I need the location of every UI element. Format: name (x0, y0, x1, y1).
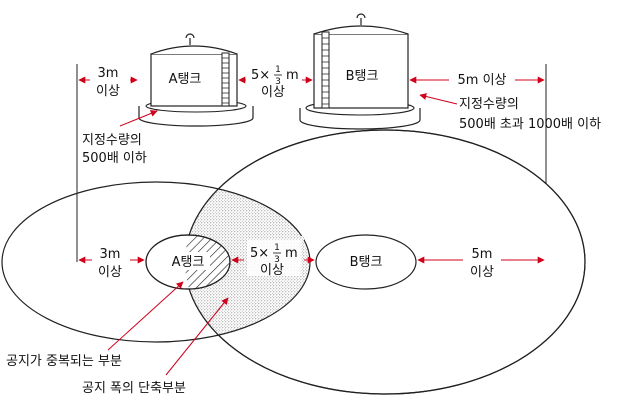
overlap-pointer (107, 281, 184, 351)
tank-b-drawing (299, 13, 421, 130)
reduced-pointer (165, 297, 229, 376)
top-gap-right-label: 5m 이상 (458, 73, 507, 88)
bottom-gap-mid-frac-num: 1 (274, 243, 280, 253)
top-gap-left-line2: 이상 (96, 84, 120, 99)
tank-a-note-line1: 지정수량의 (82, 133, 142, 148)
top-gap-mid-suffix: m (286, 68, 299, 83)
bottom-gap-left-line1: 3m (100, 247, 121, 262)
top-tank-b-label: B탱크 (346, 69, 379, 84)
bottom-gap-left-line2: 이상 (98, 265, 122, 280)
top-gap-mid-frac-den: 3 (275, 77, 281, 87)
tank-b-note-line2: 500배 초과 1000배 이하 (459, 117, 601, 132)
bottom-gap-mid-frac-den: 3 (274, 255, 280, 265)
top-section: A탱크 B탱크 3m 이상 5× 1 3 m 이상 5m 이상 지정수량의 50… (76, 13, 601, 188)
tank-a-note-pointer (119, 110, 158, 127)
bottom-gap-right-line2: 이상 (470, 265, 494, 280)
bottom-gap-mid-suffix: m (285, 246, 298, 261)
top-gap-mid-line2: 이상 (261, 85, 285, 100)
bottom-gap-mid-line2: 이상 (260, 263, 284, 278)
top-gap-left-line1: 3m (98, 66, 119, 81)
top-gap-mid-frac-num: 1 (275, 65, 281, 75)
tank-a-drawing (138, 33, 254, 127)
tank-b-note-pointer (419, 93, 458, 105)
overlap-label: 공지가 중복되는 부분 (6, 354, 122, 369)
bottom-tank-a-label: A탱크 (172, 255, 205, 270)
bottom-gap-right-line1: 5m (472, 247, 493, 262)
reduced-label: 공지 폭의 단축부분 (82, 381, 186, 396)
tank-b-note-line1: 지정수량의 (459, 97, 519, 112)
bottom-section: A탱크 B탱크 3m 이상 5× 1 3 m 이상 5m 이상 공지가 중복되는… (1, 129, 586, 396)
bottom-gap-mid-prefix: 5× (250, 246, 269, 261)
tank-b-plan (315, 234, 417, 290)
top-tank-a-label: A탱크 (169, 72, 202, 87)
tank-a-note-line2: 500배 이하 (82, 151, 147, 166)
reduced-width-region (185, 182, 310, 342)
bottom-tank-b-label: B탱크 (350, 255, 383, 270)
top-gap-mid-prefix: 5× (251, 68, 270, 83)
